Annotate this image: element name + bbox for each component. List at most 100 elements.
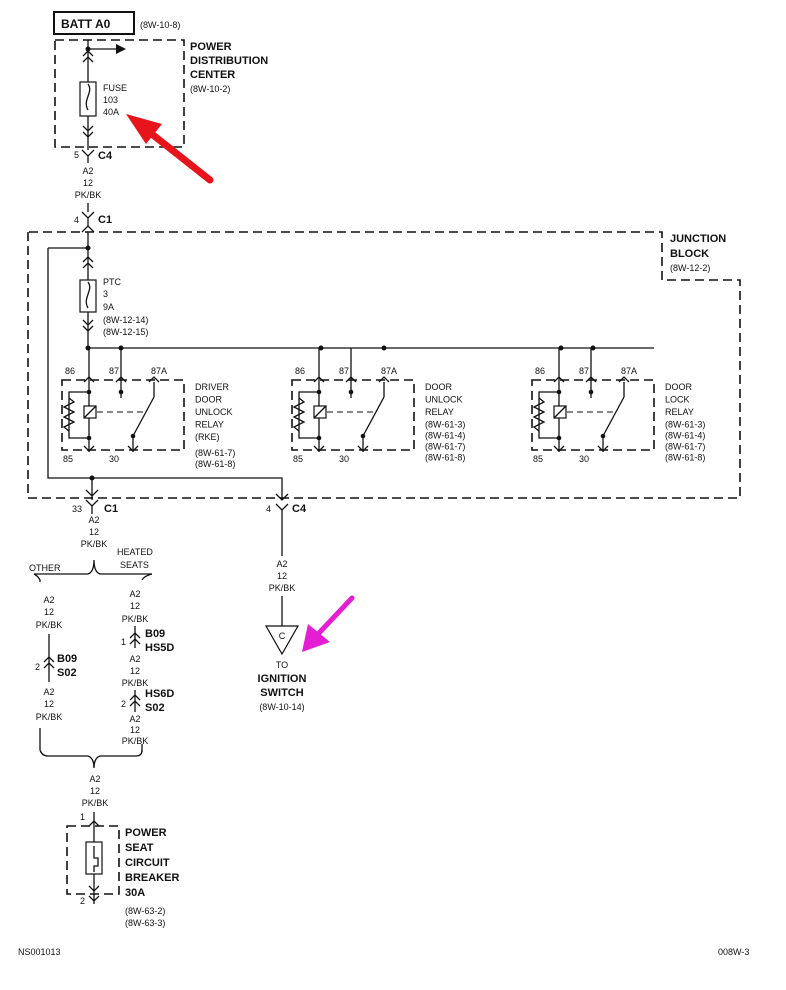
relay-ref-line: (8W-61-7) xyxy=(665,442,705,452)
svg-text:3: 3 xyxy=(103,289,108,299)
fuse-rating: 40A xyxy=(103,107,119,117)
svg-text:PK/BK: PK/BK xyxy=(81,539,108,549)
svg-text:12: 12 xyxy=(130,725,140,735)
svg-text:2: 2 xyxy=(121,699,126,709)
pin-87-label: 87 xyxy=(339,366,349,376)
wire-merged-label: A2 12 PK/BK xyxy=(82,774,109,808)
merge-brace xyxy=(39,749,143,769)
pin-87-label: 87 xyxy=(109,366,119,376)
relay-ref-line: (8W-61-7) xyxy=(195,448,235,458)
relay-name-line: LOCK xyxy=(665,395,690,405)
svg-text:A2: A2 xyxy=(43,687,54,697)
pin-85-label: 85 xyxy=(533,454,543,464)
svg-text:PK/BK: PK/BK xyxy=(122,678,149,688)
svg-text:POWER: POWER xyxy=(125,827,167,839)
pin-87a-label: 87A xyxy=(381,366,397,376)
relay-name-line: RELAY xyxy=(665,407,694,417)
svg-text:(8W-63-2): (8W-63-2) xyxy=(125,906,165,916)
wire-c4-out-label: A2 12 PK/BK xyxy=(269,559,296,593)
svg-text:12: 12 xyxy=(90,786,100,796)
svg-text:SEATS: SEATS xyxy=(120,560,149,570)
c4-bottom-name: C4 xyxy=(292,503,307,515)
bus-node xyxy=(590,345,596,351)
wire-top-label: A2 12 PK/BK xyxy=(75,166,102,200)
power-seat-circuit-breaker: 1 2 POWER SEAT CIRCUIT BREAKER 30A (8W-6… xyxy=(66,812,179,928)
svg-text:HS6D: HS6D xyxy=(145,688,174,700)
relay-ref-line: (8W-61-8) xyxy=(665,453,705,463)
relay-name-line: UNLOCK xyxy=(425,395,463,405)
relay-name-line: DOOR xyxy=(425,382,453,392)
pin-30-label: 30 xyxy=(579,454,589,464)
heated-seats-branch: A2 12 PK/BK 1 B09 HS5D A2 12 PK/BK 2 HS6… xyxy=(121,589,174,752)
footer-code-right: 008W-3 xyxy=(718,947,749,957)
ptc-3: PTC 3 9A (8W-12-14) (8W-12-15) xyxy=(79,248,148,348)
relay-name-line: DOOR xyxy=(665,382,693,392)
svg-text:(8W-10-14): (8W-10-14) xyxy=(259,702,304,712)
svg-text:A2: A2 xyxy=(89,774,100,784)
svg-text:SEAT: SEAT xyxy=(125,842,154,854)
relay-ref-line: (8W-61-3) xyxy=(665,420,705,430)
relay-ref-line: (8W-61-4) xyxy=(425,431,465,441)
svg-text:(8W-63-3): (8W-63-3) xyxy=(125,918,165,928)
svg-text:(8W-12-15): (8W-12-15) xyxy=(103,327,148,337)
c1-top-name: C1 xyxy=(98,214,112,226)
batt-a0-header: BATT A0 (8W-10-8) xyxy=(53,11,180,35)
jb-title-1: JUNCTION xyxy=(670,233,726,245)
relay-name-line: RELAY xyxy=(195,420,224,430)
bus-node xyxy=(558,345,564,351)
pin-85-label: 85 xyxy=(63,454,73,464)
relay-name-line: RELAY xyxy=(425,407,454,417)
svg-text:SWITCH: SWITCH xyxy=(260,687,303,699)
power-distribution-center: POWER DISTRIBUTION CENTER (8W-10-2) FUSE… xyxy=(54,39,268,150)
pdc-title-1: POWER xyxy=(190,41,232,53)
svg-text:S02: S02 xyxy=(145,702,165,714)
svg-text:12: 12 xyxy=(277,571,287,581)
door-unlock-relay-box xyxy=(291,379,415,451)
svg-text:PK/BK: PK/BK xyxy=(122,736,149,746)
door-lock-relay-box xyxy=(531,379,655,451)
c1-top-connector: 4 C1 xyxy=(74,211,112,233)
svg-text:B09: B09 xyxy=(57,653,77,665)
batt-label: BATT A0 xyxy=(61,17,111,31)
svg-text:30A: 30A xyxy=(125,887,145,899)
fuse-number: 103 xyxy=(103,95,118,105)
svg-text:1: 1 xyxy=(80,812,85,822)
svg-text:(8W-12-14): (8W-12-14) xyxy=(103,315,148,325)
fuse-label: FUSE xyxy=(103,83,127,93)
svg-text:PK/BK: PK/BK xyxy=(36,712,63,722)
svg-text:1: 1 xyxy=(121,637,126,647)
footer-code-left: NS001013 xyxy=(18,947,61,957)
pin-86-label: 86 xyxy=(65,366,75,376)
pin-87-label: 87 xyxy=(579,366,589,376)
svg-text:PK/BK: PK/BK xyxy=(122,614,149,624)
batt-ref: (8W-10-8) xyxy=(140,20,180,30)
c4-bottom-connector: 4 C4 xyxy=(266,493,307,556)
svg-text:BREAKER: BREAKER xyxy=(125,872,179,884)
svg-text:9A: 9A xyxy=(103,302,114,312)
svg-text:A2: A2 xyxy=(129,589,140,599)
svg-text:12: 12 xyxy=(130,601,140,611)
relay-name-line: UNLOCK xyxy=(195,407,233,417)
svg-text:A2: A2 xyxy=(129,714,140,724)
pdc-title-2: DISTRIBUTION xyxy=(190,55,268,67)
svg-text:12: 12 xyxy=(44,607,54,617)
jb-title-2: BLOCK xyxy=(670,248,709,260)
driver-door-unlock-relay-box xyxy=(61,379,185,451)
svg-text:S02: S02 xyxy=(57,667,77,679)
jb-ref: (8W-12-2) xyxy=(670,263,710,273)
c1-bottom-connector: 33 C1 xyxy=(72,478,118,515)
red-annotation-arrow xyxy=(126,114,214,184)
pin-87a-label: 87A xyxy=(621,366,637,376)
c1-bottom-name: C1 xyxy=(104,503,118,515)
svg-text:A2: A2 xyxy=(88,515,99,525)
svg-text:IGNITION: IGNITION xyxy=(258,673,307,685)
relay-ref-line: (8W-61-8) xyxy=(195,459,235,469)
pin-86-label: 86 xyxy=(295,366,305,376)
ignition-connector-icon xyxy=(264,625,300,656)
pin-30-label: 30 xyxy=(339,454,349,464)
other-branch: A2 12 PK/BK 2 B09 S02 A2 12 PK/BK xyxy=(35,595,77,750)
bus-node xyxy=(318,345,324,351)
